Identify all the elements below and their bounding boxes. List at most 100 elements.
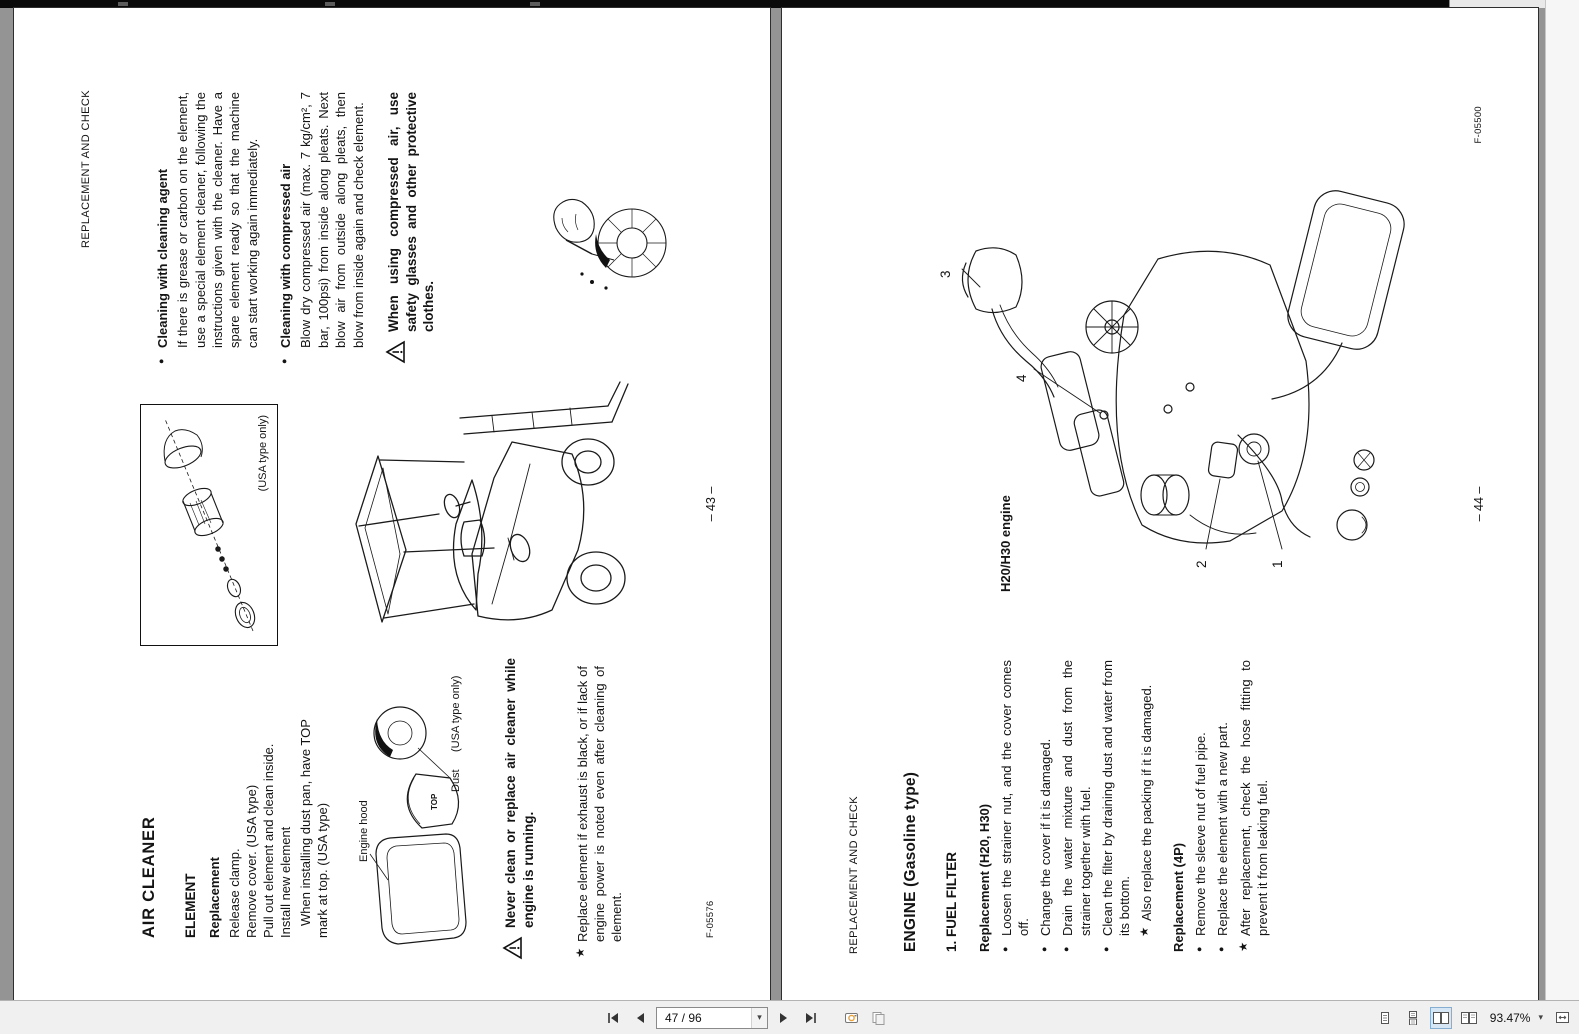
bullet-marker: ● xyxy=(1039,946,1050,952)
next-page-button[interactable] xyxy=(773,1007,795,1029)
warning-text: When using compressed air, use safety gl… xyxy=(385,92,437,332)
page-number-input[interactable]: 47 / 96 ▾ xyxy=(656,1006,768,1029)
snapshot-tool-button[interactable] xyxy=(840,1007,862,1029)
step-line: Pull out element and clean inside. xyxy=(261,743,277,938)
hand-cleaning-illustration xyxy=(553,198,667,290)
top-toolbar-clipped xyxy=(0,0,1545,8)
bullet-title-text: Cleaning with compressed air xyxy=(278,163,294,348)
toolbar-remnant xyxy=(118,2,128,6)
star-note-text: Also replace the packing if it is damage… xyxy=(1139,684,1155,921)
fit-page-button[interactable] xyxy=(1551,1007,1573,1029)
bullet-item: ● Clean the filter by draining dust and … xyxy=(1099,660,1133,952)
bullet-marker: ● xyxy=(156,358,166,364)
bullet-title: ● Cleaning with compressed air xyxy=(277,92,294,364)
step-line: Remove cover. (USA type) xyxy=(244,784,260,938)
toolbar-remnant xyxy=(325,2,335,6)
toolbar-remnant xyxy=(530,2,540,6)
copy-page-tool-button[interactable] xyxy=(867,1007,889,1029)
callout-4: 4 xyxy=(1014,374,1029,382)
vertical-scrollbar[interactable] xyxy=(1545,0,1579,1000)
bullet-item: ● Drain the water mixture and dust from … xyxy=(1059,660,1093,952)
top-mark-label: TOP xyxy=(430,793,439,810)
hand-cleaning-figure xyxy=(528,173,678,298)
cleaning-section: ● Cleaning with cleaning agent If there … xyxy=(154,92,438,364)
first-page-button[interactable] xyxy=(602,1007,624,1029)
dust-label: Dust xyxy=(450,769,462,792)
page-title: ENGINE (Gasoline type) xyxy=(902,771,919,952)
bullet-title: ● Cleaning with cleaning agent xyxy=(154,92,171,364)
warning-text: Never clean or replace air cleaner while… xyxy=(503,658,536,928)
page-header: REPLACEMENT AND CHECK xyxy=(80,90,92,248)
star-marker: ★ xyxy=(575,947,587,958)
star-note-text: Replace element if exhaust is black, or … xyxy=(575,666,625,942)
last-page-button[interactable] xyxy=(800,1007,822,1029)
bullet-item: ● Change the cover if it is damaged. xyxy=(1037,660,1054,952)
section-heading: ELEMENT xyxy=(183,873,198,938)
page-44: REPLACEMENT AND CHECK ENGINE (Gasoline t… xyxy=(782,8,1538,1000)
compressed-air-block: ● Cleaning with compressed air Blow dry … xyxy=(277,92,367,364)
page-dropdown-caret[interactable]: ▾ xyxy=(751,1007,767,1028)
page-header: REPLACEMENT AND CHECK xyxy=(848,796,860,954)
engine-hood-figure: Engine hood TOP Dust (USA type only) xyxy=(358,658,486,958)
page-title: AIR CLEANER xyxy=(140,816,158,938)
warning-icon xyxy=(385,340,406,364)
bullet-body: Blow dry compressed air (max. 7 kg/cm², … xyxy=(298,92,366,348)
bullet-text: Loosen the strainer nut, and the cover c… xyxy=(999,660,1032,936)
zoom-dropdown-caret[interactable]: ▾ xyxy=(1538,1012,1543,1022)
engine-figure xyxy=(932,165,1452,645)
page-number: – 43 – xyxy=(704,486,718,522)
star-marker: ★ xyxy=(1139,926,1152,937)
engine-hood-illustration xyxy=(369,706,467,945)
bullet-title-text: Cleaning with cleaning agent xyxy=(155,168,170,348)
bullet-text: Replace the element with a new part. xyxy=(1215,722,1231,936)
page-43: REPLACEMENT AND CHECK AIR CLEANER ELEMEN… xyxy=(14,8,770,1000)
bullet-text: Drain the water mixture and dust from th… xyxy=(1060,660,1093,936)
zoom-level[interactable]: 93.47% xyxy=(1489,1010,1531,1025)
star-marker: ★ xyxy=(1237,941,1250,952)
previous-page-button[interactable] xyxy=(629,1007,651,1029)
air-cleaner-section: AIR CLEANER ELEMENT Replacement Release … xyxy=(140,698,331,938)
page-43-sheet: REPLACEMENT AND CHECK AIR CLEANER ELEMEN… xyxy=(14,8,770,1000)
single-page-view-button[interactable] xyxy=(1374,1007,1396,1029)
bullet-marker: ● xyxy=(1194,946,1205,952)
exploded-air-cleaner-illustration xyxy=(163,418,256,632)
bullet-text: Change the cover if it is damaged. xyxy=(1038,738,1054,936)
section-heading: 1. FUEL FILTER xyxy=(944,851,959,952)
callout-1: 1 xyxy=(1270,560,1285,568)
forklift-illustration xyxy=(355,381,629,623)
warning-note: When using compressed air, use safety gl… xyxy=(385,92,438,364)
bullet-text: Clean the filter by draining dust and wa… xyxy=(1099,660,1132,936)
star-note: ★ Replace element if exhaust is black, o… xyxy=(574,666,625,958)
sub-heading: Replacement (4P) xyxy=(1171,842,1187,952)
bullet-item: ● Loosen the strainer nut, and the cover… xyxy=(998,660,1032,952)
page-number: – 44 – xyxy=(1472,486,1486,522)
star-note-text: After replacement, check the hose fittin… xyxy=(1237,660,1270,936)
step-line: Release clamp. xyxy=(227,848,242,938)
bullet-marker: ● xyxy=(1216,946,1227,952)
figure-code: F-05500 xyxy=(1473,106,1484,144)
fuel-filter-section: ENGINE (Gasoline type) 1. FUEL FILTER Re… xyxy=(902,660,1276,952)
bullet-marker: ● xyxy=(1061,946,1072,952)
exploded-air-cleaner-figure: (USA type only) xyxy=(140,404,278,646)
forklift-figure xyxy=(344,379,674,674)
bullet-item: ● Remove the sleeve nut of fuel pipe. xyxy=(1192,660,1209,952)
star-note: ★ Also replace the packing if it is dama… xyxy=(1138,660,1155,937)
two-page-continuous-view-button[interactable] xyxy=(1458,1007,1480,1029)
two-page-view-button[interactable] xyxy=(1429,1006,1452,1029)
bullet-item: ● Replace the element with a new part. xyxy=(1214,660,1231,952)
top-toolbar-fragment xyxy=(1449,0,1545,8)
usa-type-label: (USA type only) xyxy=(450,675,462,752)
callout-3: 3 xyxy=(938,270,953,278)
bullet-text: Remove the sleeve nut of fuel pipe. xyxy=(1193,732,1209,936)
view-zoom-group: 93.47% ▾ xyxy=(1374,1001,1573,1034)
warning-icon xyxy=(502,936,523,960)
sub-heading: Replacement xyxy=(207,857,222,938)
step-line: Install new element xyxy=(278,826,294,938)
page-navigation-group: 47 / 96 ▾ xyxy=(602,1001,889,1034)
continuous-view-button[interactable] xyxy=(1402,1007,1424,1029)
cleaning-agent-block: ● Cleaning with cleaning agent If there … xyxy=(154,92,261,364)
page-number-value[interactable]: 47 / 96 xyxy=(665,1010,702,1025)
figure-code: F-05576 xyxy=(705,900,716,938)
warning-note: Never clean or replace air cleaner while… xyxy=(502,658,537,960)
engine-illustration xyxy=(961,190,1405,550)
